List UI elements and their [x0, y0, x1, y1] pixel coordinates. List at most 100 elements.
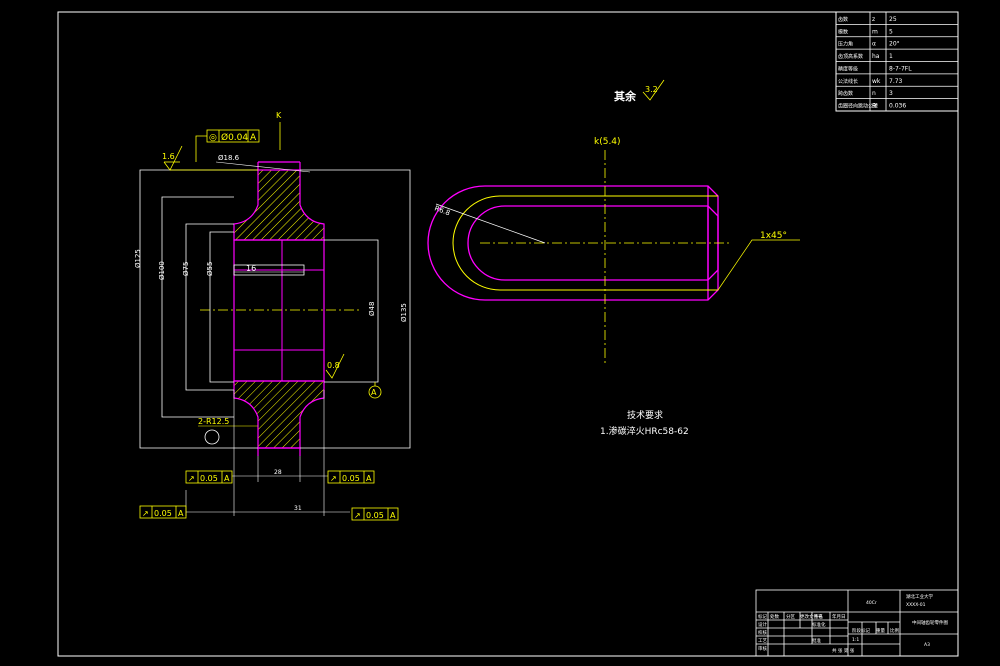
svg-text:阶段标记: 阶段标记 [852, 627, 870, 634]
dim-width-small: 28 [274, 469, 282, 476]
svg-text:0.05: 0.05 [200, 474, 218, 483]
svg-text:40Cr: 40Cr [866, 600, 877, 606]
svg-text:A: A [366, 474, 372, 483]
svg-text:标记: 标记 [758, 613, 767, 620]
spec-name-6: 跨齿数 [838, 90, 853, 97]
spec-value-0: 25 [889, 16, 897, 23]
radius-marker [204, 429, 220, 445]
spec-value-3: 1 [889, 53, 893, 60]
spec-symbol-7: Fr [872, 103, 878, 110]
surface-finish-left: 1.6 [162, 145, 258, 171]
svg-text:XXXX-01: XXXX-01 [906, 602, 926, 608]
svg-text:共 张 第 张: 共 张 第 张 [832, 647, 855, 654]
svg-text:0.05: 0.05 [366, 511, 384, 520]
svg-text:↗: ↗ [188, 474, 195, 483]
dim-d4: Ø48 [368, 302, 376, 316]
title-block [755, 589, 959, 657]
svg-text:重量: 重量 [876, 627, 885, 634]
svg-text:审核: 审核 [758, 645, 767, 652]
slot-radius-label: R6.8 [433, 204, 451, 217]
svg-text:湖北工业大学: 湖北工业大学 [906, 593, 933, 600]
spec-table: 齿数 z 25 模数 m 5 压力角 α 20° 齿顶高系数 ha 1 精度等级 8-7-7FL 公法线长 w… [835, 11, 959, 112]
tech-req-title: 技术要求 [627, 409, 663, 421]
svg-text:分区: 分区 [786, 613, 795, 620]
spec-value-2: 20° [889, 41, 900, 48]
dim-d1: Ø100 [158, 261, 166, 280]
hub-body [233, 239, 325, 382]
position-tolerance: ◎ Ø0.04 A [195, 129, 260, 162]
svg-text:A: A [390, 511, 396, 520]
svg-text:↗: ↗ [142, 509, 149, 518]
spec-value-7: 0.036 [889, 103, 906, 110]
svg-text:工艺: 工艺 [758, 638, 767, 644]
svg-text:A: A [250, 133, 257, 143]
svg-text:0.8: 0.8 [327, 361, 340, 370]
spec-name-3: 齿顶高系数 [838, 53, 863, 60]
spec-symbol-0: z [872, 16, 875, 23]
svg-text:中间轴齿轮零件图: 中间轴齿轮零件图 [912, 619, 948, 626]
spec-symbol-3: ha [872, 53, 880, 60]
face-tolerance-right: ↗ 0.05 A [327, 470, 375, 484]
tech-req-line: 1.渗碳淬火HRc58-62 [600, 425, 689, 437]
runout-tolerance-left: ↗ 0.05 A [139, 505, 187, 519]
dim-top: Ø18.6 [218, 154, 240, 162]
dim-width-total: 31 [294, 505, 302, 512]
spec-name-1: 模数 [838, 28, 848, 35]
spec-name-4: 精度等级 [838, 65, 858, 72]
slot-outer [427, 185, 719, 301]
svg-text:标准化: 标准化 [812, 621, 826, 628]
spec-value-6: 3 [889, 90, 893, 97]
surface-finish-right: 0.8 [325, 353, 345, 379]
slot-view: k(5.4) R6.8 1x45° 其余 3.2 技术要求 1.渗碳淬火HRc5… [427, 79, 800, 437]
spec-value-1: 5 [889, 28, 893, 35]
spec-value-5: 7.73 [889, 78, 903, 85]
svg-text:1.6: 1.6 [162, 152, 175, 161]
svg-text:↗: ↗ [330, 474, 337, 483]
chamfer-label: 1x45° [760, 231, 787, 241]
spec-name-0: 齿数 [838, 16, 848, 23]
svg-text:Ø0.04: Ø0.04 [221, 132, 248, 143]
dim-d3: Ø55 [206, 262, 214, 276]
svg-text:签名: 签名 [814, 613, 823, 620]
remaining-label: 其余 [614, 89, 637, 103]
spec-symbol-5: wk [872, 78, 881, 85]
svg-text:0.05: 0.05 [342, 474, 360, 483]
keyway [233, 264, 305, 276]
dim-radius: 2-R12.5 [198, 417, 229, 426]
svg-text:1:1: 1:1 [852, 637, 859, 643]
lower-tooth-hatch [233, 380, 325, 449]
spec-name-5: 公法线长 [838, 78, 858, 85]
svg-text:0.05: 0.05 [154, 509, 172, 518]
title-block-text: 40Cr 湖北工业大学 XXXX-01 中间轴齿轮零件图 A3 阶段标记 重量 … [758, 593, 948, 654]
slot-innermost [467, 205, 719, 281]
runout-tolerance-right: ↗ 0.05 A [351, 507, 399, 521]
dim-outer: Ø125 [134, 249, 142, 268]
spec-symbol-2: α [872, 41, 876, 48]
svg-text:A: A [224, 474, 230, 483]
outer-frame [57, 11, 959, 657]
svg-text:更改文件号: 更改文件号 [800, 613, 823, 620]
slot-inner [452, 195, 718, 291]
svg-text:A: A [178, 509, 184, 518]
remaining-finish: 3.2 [642, 79, 665, 101]
spec-value-4: 8-7-7FL [889, 65, 912, 72]
svg-text:批准: 批准 [812, 637, 821, 644]
svg-text:处数: 处数 [770, 613, 779, 620]
spec-symbol-1: m [872, 28, 878, 35]
svg-text:年月日: 年月日 [832, 613, 846, 620]
section-mark-k: K [276, 111, 282, 120]
svg-text:比例: 比例 [890, 627, 899, 634]
fit-label: k(5.4) [594, 137, 621, 147]
dim-d2: Ø75 [182, 262, 190, 276]
datum-a-label: A [371, 388, 377, 397]
face-tolerance-left: ↗ 0.05 A [185, 470, 233, 484]
spec-symbol-6: n [872, 90, 876, 97]
gear-section-view: Ø125 Ø100 Ø75 Ø55 Ø48 Ø135 16 K ◎ Ø0.04 … [134, 111, 411, 521]
svg-text:A3: A3 [924, 642, 930, 648]
svg-text:↗: ↗ [354, 511, 361, 520]
dim-keyway: 16 [246, 264, 256, 273]
spec-name-2: 压力角 [838, 41, 853, 48]
spec-name-7: 齿圈径向跳动公差 [838, 103, 878, 110]
svg-text:3.2: 3.2 [645, 85, 658, 94]
